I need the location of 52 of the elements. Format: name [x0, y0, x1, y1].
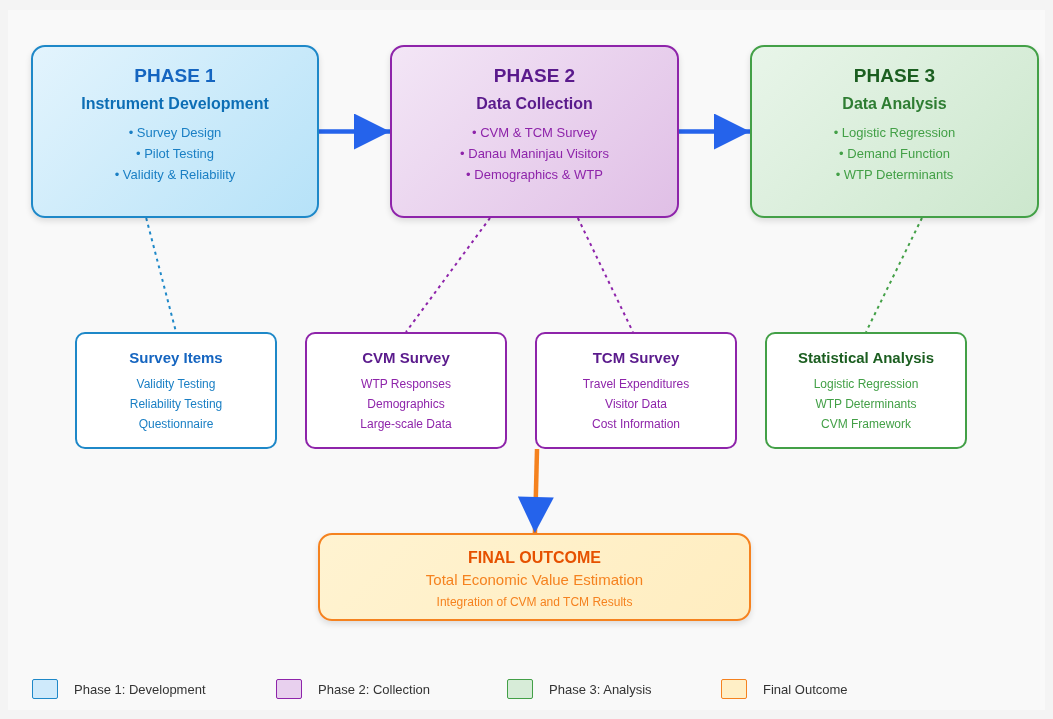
- bullet-item: • Demographics & WTP: [466, 166, 603, 184]
- phase-title: PHASE 1: [134, 64, 216, 88]
- arrow: [679, 113, 750, 150]
- list-item: WTP Determinants: [815, 396, 917, 413]
- arrow: [319, 113, 390, 150]
- bullet-item: • Pilot Testing: [136, 145, 214, 163]
- list-item: Large-scale Data: [360, 416, 452, 433]
- list-item: Reliability Testing: [129, 396, 223, 413]
- detail-box: [765, 332, 967, 449]
- legend-label: Phase 1: Development: [74, 681, 206, 697]
- outcome-box: [318, 533, 751, 621]
- bullet-item: • Demand Function: [839, 145, 950, 163]
- list-item: Validity Testing: [136, 376, 216, 393]
- list-item: Cost Information: [591, 416, 680, 433]
- arrow: [517, 448, 554, 534]
- outcome-detail: Integration of CVM and TCM Results: [436, 594, 633, 611]
- bullet-item: • Danau Maninjau Visitors: [460, 145, 609, 163]
- phase-title: PHASE 3: [853, 64, 936, 88]
- list-item: Visitor Data: [605, 396, 667, 413]
- phase-box: [390, 45, 679, 218]
- phase-box: [750, 45, 1039, 218]
- phase-subtitle: Instrument Development: [81, 94, 269, 114]
- dotted-connector: [405, 217, 491, 333]
- list-item: CVM Framework: [821, 416, 911, 433]
- detail-box: [305, 332, 507, 449]
- box-title: Survey Items: [129, 348, 223, 368]
- dotted-connector: [576, 217, 634, 333]
- list-item: WTP Responses: [361, 376, 451, 393]
- list-item: Travel Expenditures: [582, 376, 690, 393]
- detail-box: [535, 332, 737, 449]
- bullet-item: • Logistic Regression: [833, 124, 956, 142]
- box-title: TCM Survey: [592, 348, 680, 368]
- bullet-item: • WTP Determinants: [835, 166, 954, 184]
- list-item: Demographics: [367, 396, 445, 413]
- phase-box: [31, 45, 319, 218]
- phase-subtitle: Data Collection: [476, 94, 593, 114]
- list-item: Logistic Regression: [813, 376, 919, 393]
- outcome-subtitle: Total Economic Value Estimation: [425, 570, 644, 590]
- detail-box: [75, 332, 277, 449]
- bullet-item: • Validity & Reliability: [114, 166, 236, 184]
- legend-label: Phase 3: Analysis: [549, 681, 652, 697]
- box-title: CVM Survey: [362, 348, 450, 368]
- list-item: Questionnaire: [138, 416, 214, 433]
- box-title: Statistical Analysis: [797, 348, 935, 368]
- bullet-item: • CVM & TCM Survey: [472, 124, 597, 142]
- bullet-item: • Survey Design: [128, 124, 222, 142]
- legend-label: Phase 2: Collection: [318, 681, 430, 697]
- legend-label: Final Outcome: [763, 681, 848, 697]
- outcome-title: FINAL OUTCOME: [468, 548, 601, 568]
- phase-subtitle: Data Analysis: [842, 94, 947, 114]
- phase-title: PHASE 2: [493, 64, 576, 88]
- dotted-connector: [865, 217, 923, 333]
